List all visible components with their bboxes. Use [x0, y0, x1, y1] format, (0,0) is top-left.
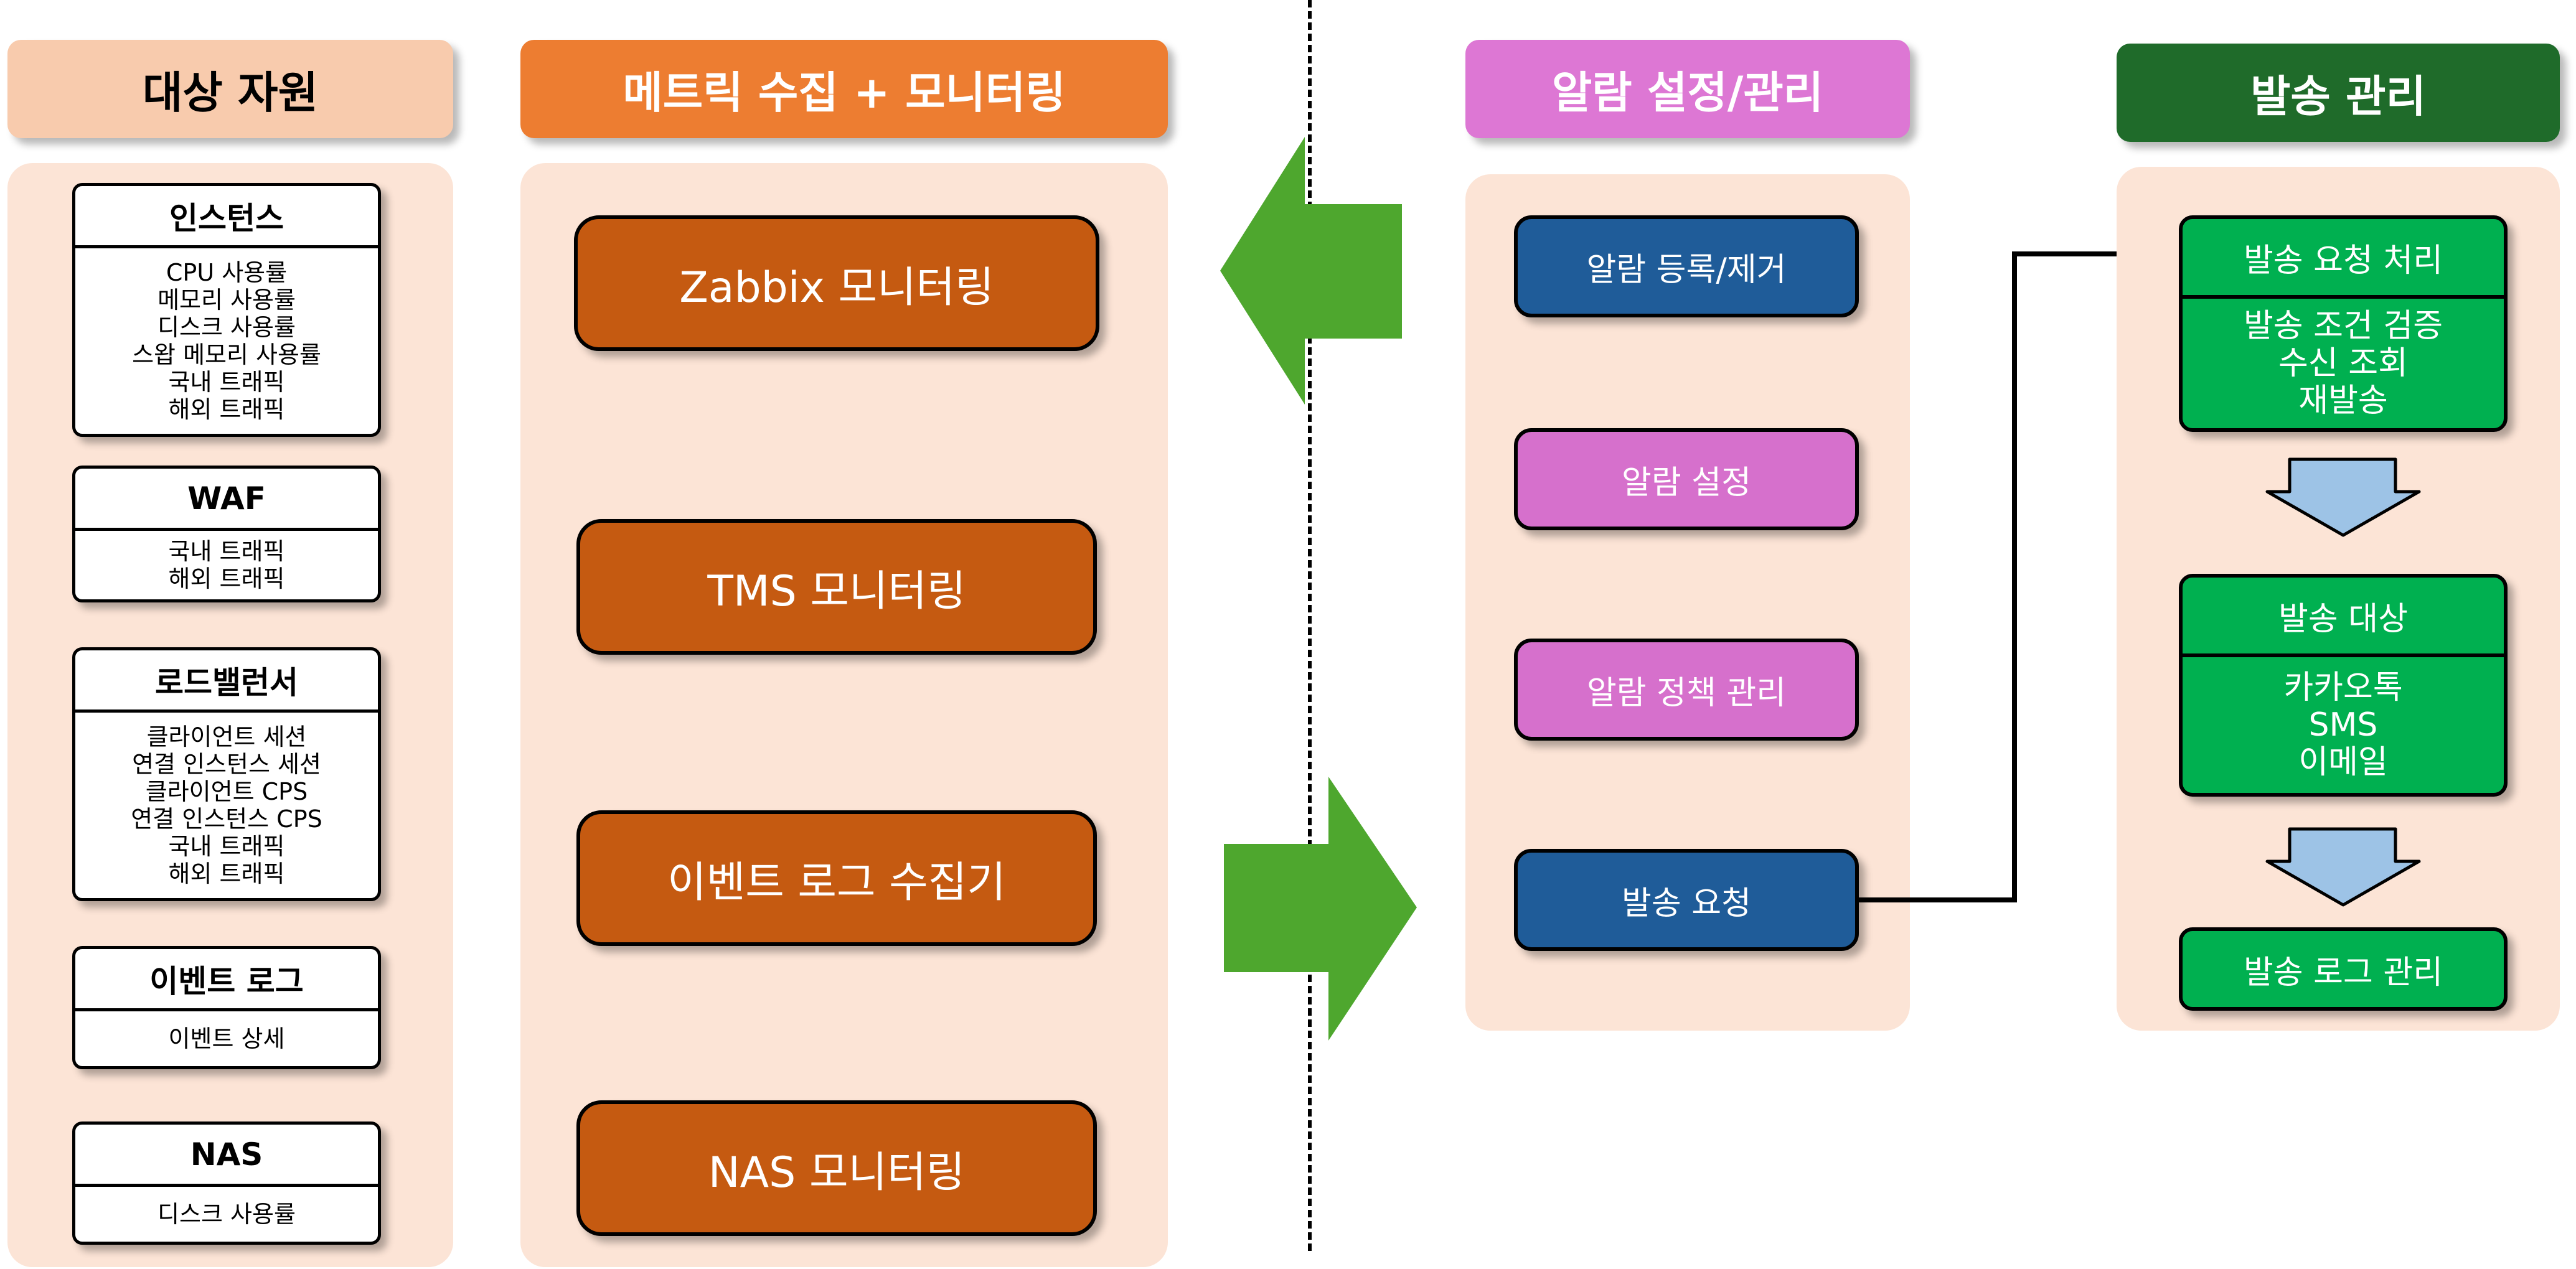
monitor-label: 이벤트 로그 수집기 — [667, 858, 1006, 907]
delivery-request-items: 발송 조건 검증 수신 조회 재발송 — [2183, 299, 2504, 428]
alarm-register-remove: 알람 등록/제거 — [1514, 215, 1859, 317]
resource-item: 연결 인스턴스 CPS — [131, 805, 322, 833]
resource-item: 해외 트래픽 — [168, 860, 285, 887]
alarm-label: 알람 설정 — [1622, 464, 1751, 502]
delivery-targets-title: 발송 대상 — [2183, 578, 2504, 657]
resource-card-title: 인스턴스 — [75, 186, 378, 248]
resource-card-instance: 인스턴스 CPU 사용률 메모리 사용률 디스크 사용률 스왑 메모리 사용률 … — [72, 183, 381, 437]
arrow-down-1 — [2265, 457, 2421, 537]
arrow-down-shape — [2265, 457, 2421, 537]
alarm-label: 알람 정책 관리 — [1586, 674, 1787, 712]
resource-item: 메모리 사용률 — [157, 286, 296, 314]
resource-card-title: 이벤트 로그 — [75, 949, 378, 1011]
section-divider — [1308, 0, 1312, 1251]
alarm-policy-management: 알람 정책 관리 — [1514, 639, 1859, 741]
header-resources-label: 대상 자원 — [143, 67, 318, 118]
delivery-targets-items: 카카오톡 SMS 이메일 — [2183, 657, 2504, 793]
arrow-down-shape — [2265, 827, 2421, 907]
resource-card-items: 이벤트 상세 — [75, 1011, 378, 1066]
resource-item: 국내 트래픽 — [168, 833, 285, 860]
resource-card-eventlog: 이벤트 로그 이벤트 상세 — [72, 946, 381, 1069]
monitor-nas: NAS 모니터링 — [576, 1100, 1097, 1236]
delivery-target-item: 카카오톡 — [2283, 669, 2403, 706]
resource-item: 해외 트래픽 — [168, 565, 285, 592]
delivery-request-title: 발송 요청 처리 — [2183, 219, 2504, 299]
delivery-targets-box: 발송 대상 카카오톡 SMS 이메일 — [2179, 574, 2508, 797]
alarm-label: 알람 등록/제거 — [1586, 251, 1787, 289]
resource-card-title: WAF — [75, 469, 378, 531]
delivery-target-item: SMS — [2308, 706, 2378, 744]
resource-item: 연결 인스턴스 세션 — [132, 751, 321, 778]
monitor-label: NAS 모니터링 — [708, 1148, 966, 1197]
arrow-down-2 — [2265, 827, 2421, 907]
resource-card-items: 디스크 사용률 — [75, 1187, 378, 1242]
header-alarms-label: 알람 설정/관리 — [1551, 67, 1824, 118]
delivery-request-box: 발송 요청 처리 발송 조건 검증 수신 조회 재발송 — [2179, 215, 2508, 432]
resource-item: 디스크 사용률 — [157, 314, 296, 341]
monitor-label: TMS 모니터링 — [707, 566, 966, 616]
arrow-left-large — [1220, 137, 1402, 405]
header-metrics-label: 메트릭 수집 + 모니터링 — [623, 67, 1066, 118]
header-alarms: 알람 설정/관리 — [1465, 40, 1910, 138]
alarm-settings: 알람 설정 — [1514, 428, 1859, 530]
arrow-right-large — [1224, 777, 1417, 1041]
delivery-request-item: 재발송 — [2298, 382, 2388, 419]
delivery-request-item: 수신 조회 — [2278, 345, 2408, 382]
resource-item: 클라이언트 세션 — [146, 723, 307, 751]
monitor-eventlog-collector: 이벤트 로그 수집기 — [576, 810, 1097, 946]
delivery-log-box: 발송 로그 관리 — [2179, 927, 2508, 1011]
resource-item: 해외 트래픽 — [168, 396, 285, 423]
delivery-request-item: 발송 조건 검증 — [2243, 307, 2443, 345]
monitor-zabbix: Zabbix 모니터링 — [574, 215, 1099, 351]
header-resources: 대상 자원 — [7, 40, 453, 138]
header-metrics: 메트릭 수집 + 모니터링 — [520, 40, 1168, 138]
header-delivery: 발송 관리 — [2117, 44, 2560, 142]
connector-line — [1859, 236, 2184, 902]
resource-item: 이벤트 상세 — [168, 1025, 285, 1052]
resource-card-nas: NAS 디스크 사용률 — [72, 1121, 381, 1245]
resource-card-items: 클라이언트 세션 연결 인스턴스 세션 클라이언트 CPS 연결 인스턴스 CP… — [75, 713, 378, 898]
resource-item: 디스크 사용률 — [157, 1201, 296, 1228]
resource-card-title: NAS — [75, 1125, 378, 1187]
alarm-send-request: 발송 요청 — [1514, 849, 1859, 951]
connector-send-request — [1859, 236, 2184, 902]
resource-card-items: CPU 사용률 메모리 사용률 디스크 사용률 스왑 메모리 사용률 국내 트래… — [75, 248, 378, 434]
header-delivery-label: 발송 관리 — [2250, 70, 2426, 122]
delivery-target-item: 이메일 — [2298, 744, 2388, 781]
resource-item: CPU 사용률 — [166, 259, 288, 286]
resource-item: 클라이언트 CPS — [145, 778, 308, 805]
resource-card-title: 로드밸런서 — [75, 650, 378, 713]
arrow-right-shape — [1224, 777, 1417, 1041]
monitor-tms: TMS 모니터링 — [576, 519, 1097, 655]
resource-card-waf: WAF 국내 트래픽 해외 트래픽 — [72, 466, 381, 602]
resource-card-loadbalancer: 로드밸런서 클라이언트 세션 연결 인스턴스 세션 클라이언트 CPS 연결 인… — [72, 647, 381, 901]
resource-item: 국내 트래픽 — [168, 538, 285, 565]
resource-item: 국내 트래픽 — [168, 368, 285, 396]
delivery-log-label: 발송 로그 관리 — [2243, 953, 2443, 991]
alarm-label: 발송 요청 — [1622, 884, 1751, 922]
monitor-label: Zabbix 모니터링 — [679, 263, 994, 312]
resource-card-items: 국내 트래픽 해외 트래픽 — [75, 531, 378, 599]
arrow-left-shape — [1220, 137, 1402, 405]
resource-item: 스왑 메모리 사용률 — [132, 341, 321, 368]
